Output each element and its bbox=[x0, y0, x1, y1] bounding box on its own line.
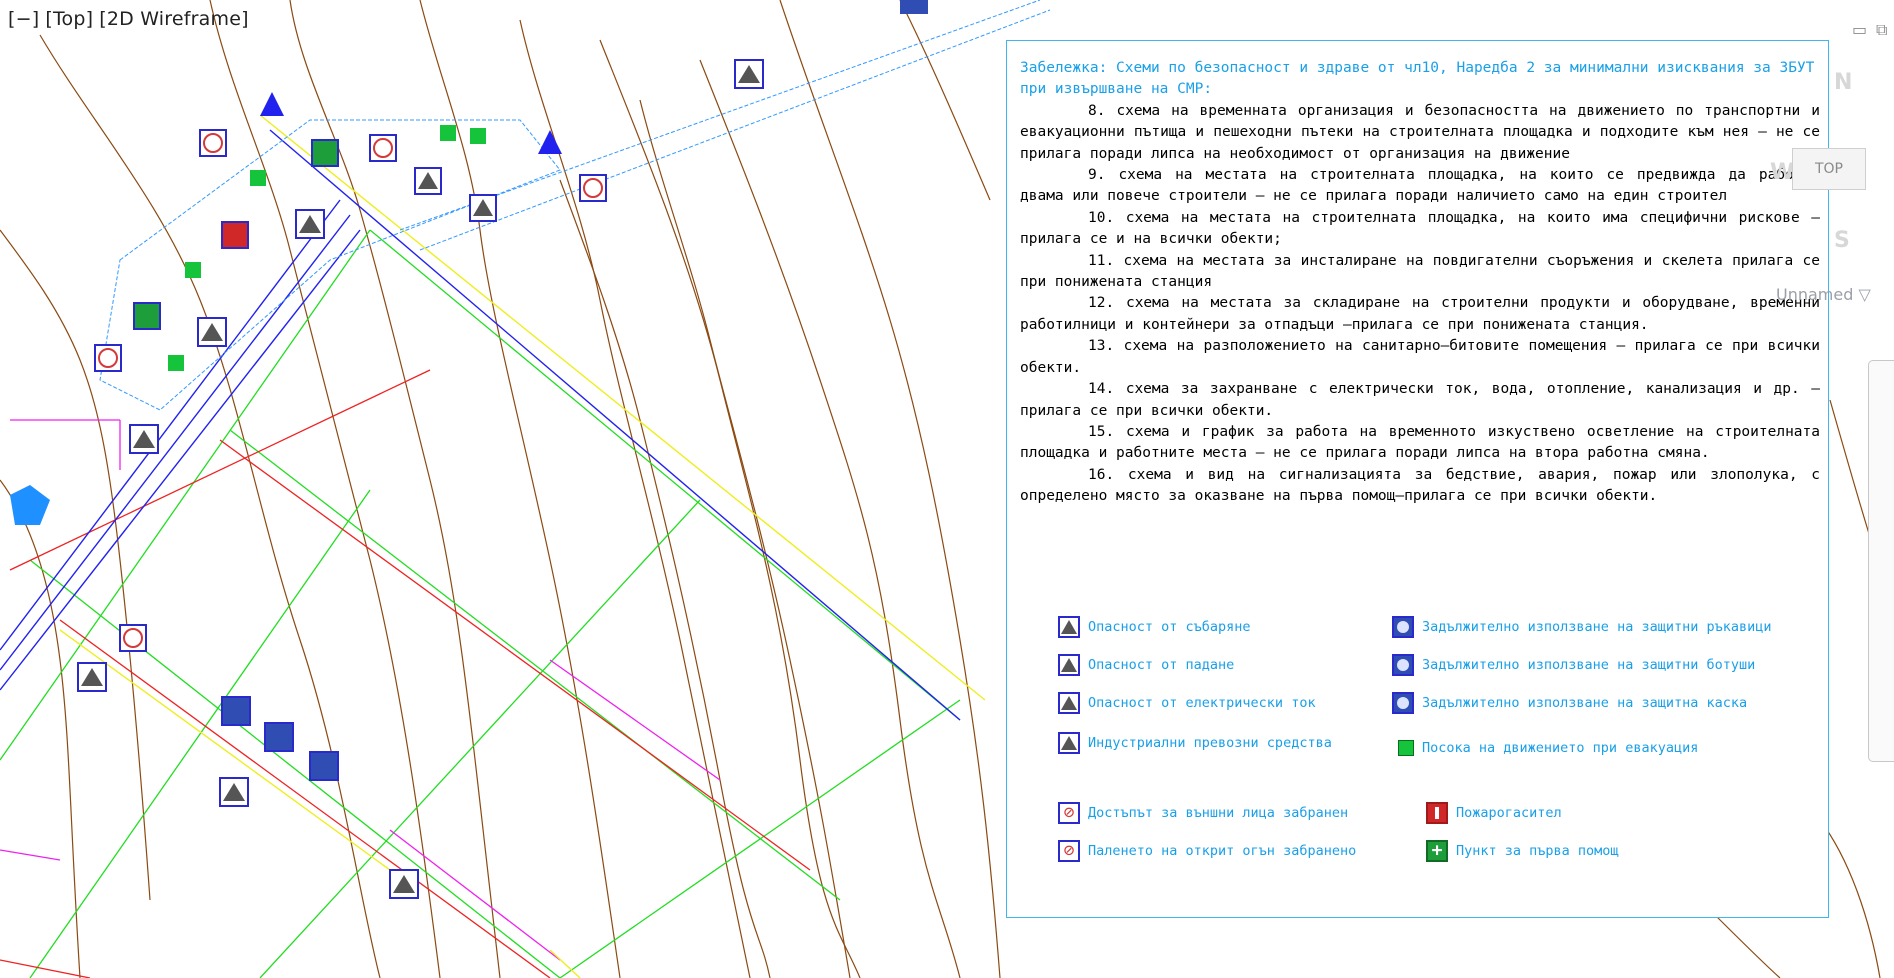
no-fire-icon bbox=[1058, 840, 1080, 862]
dimension-lines-red bbox=[0, 369, 811, 978]
legend-no-access: Достъпът за външни лица забранен bbox=[1058, 802, 1348, 824]
legend-no-fire: Паленето на открит огън забранено bbox=[1058, 840, 1356, 862]
navigation-bar[interactable] bbox=[1868, 360, 1894, 762]
legend-gloves: Задължително използване на защитни ръкав… bbox=[1392, 616, 1772, 638]
warning-triangle-icon bbox=[1058, 616, 1080, 638]
viewcube-south[interactable]: S bbox=[1834, 228, 1850, 253]
viewcube-west[interactable]: W bbox=[1770, 160, 1795, 185]
minimize-icon[interactable]: ▭ bbox=[1852, 20, 1868, 39]
note-item-15: 15. схема и график за работа на временно… bbox=[1020, 423, 1820, 462]
legend-boots: Задължително използване на защитни ботуш… bbox=[1392, 654, 1755, 676]
viewcube[interactable]: N W S TOP bbox=[1764, 60, 1894, 253]
boundary-magenta bbox=[0, 419, 721, 961]
safety-notes-text[interactable]: Забележка: Схеми по безопасност и здраве… bbox=[1020, 58, 1820, 508]
legend-industrial-vehicles: Индустриални превозни средства bbox=[1058, 732, 1332, 754]
gloves-icon bbox=[1392, 616, 1414, 638]
legend-fall-hazard: Опасност от падане bbox=[1058, 654, 1234, 676]
building-blue-shape bbox=[10, 485, 50, 525]
warning-triangle-icon bbox=[1058, 654, 1080, 676]
ucs-name: Unnamed bbox=[1776, 285, 1854, 304]
note-item-12: 12. схема на местата за складиране на ст… bbox=[1020, 295, 1820, 333]
notes-heading: Забележка: Схеми по безопасност и здраве… bbox=[1020, 60, 1815, 98]
legend-falling-objects: Опасност от събаряне bbox=[1058, 616, 1251, 638]
legend-helmet: Задължително използване на защитна каска bbox=[1392, 692, 1747, 714]
legend-first-aid: Пункт за първа помощ bbox=[1426, 840, 1619, 862]
vehicle-warning-icon bbox=[1058, 732, 1080, 754]
note-item-9: 9. схема на местата на строителната площ… bbox=[1020, 167, 1820, 205]
evacuation-arrow-icon bbox=[1398, 740, 1414, 756]
viewcube-top-face[interactable]: TOP bbox=[1792, 148, 1866, 190]
restore-icon[interactable]: ⧉ bbox=[1876, 20, 1888, 39]
notes-frame bbox=[1006, 40, 1829, 918]
note-item-14: 14. схема за захранване с електрически т… bbox=[1020, 381, 1820, 419]
note-item-13: 13. схема на разположението на санитарно… bbox=[1020, 338, 1820, 376]
viewport-controls-menu[interactable]: [−] bbox=[8, 8, 40, 30]
fire-extinguisher-icon bbox=[1426, 802, 1448, 824]
legend-extinguisher: Пожарогасител bbox=[1426, 802, 1562, 824]
note-item-10: 10. схема на местата на строителната пло… bbox=[1020, 209, 1820, 248]
no-entry-icon bbox=[1058, 802, 1080, 824]
ucs-menu[interactable]: Unnamed ▽ bbox=[1776, 285, 1871, 304]
legend-evacuation: Посока на движението при евакуация bbox=[1398, 740, 1698, 756]
note-item-8: 8. схема на временната организация и без… bbox=[1020, 102, 1820, 162]
site-safety-signs bbox=[77, 0, 928, 899]
electric-warning-icon bbox=[1058, 692, 1080, 714]
first-aid-icon bbox=[1426, 840, 1448, 862]
viewcube-north[interactable]: N bbox=[1834, 70, 1853, 95]
chevron-down-icon: ▽ bbox=[1858, 285, 1871, 304]
road-blue bbox=[0, 129, 961, 721]
legend-electric-hazard: Опасност от електрически ток bbox=[1058, 692, 1316, 714]
view-menu[interactable]: [Top] bbox=[45, 8, 94, 30]
boots-icon bbox=[1392, 654, 1414, 676]
site-fence-cyan bbox=[99, 0, 1051, 411]
note-item-11: 11. схема на местата за инсталиране на п… bbox=[1020, 252, 1820, 291]
visual-style-menu[interactable]: [2D Wireframe] bbox=[99, 8, 249, 30]
road-yellow bbox=[59, 114, 986, 978]
site-grid-green bbox=[0, 229, 961, 978]
note-item-16: 16. схема и вид на сигнализацията за бед… bbox=[1020, 466, 1820, 505]
viewport-label[interactable]: [−] [Top] [2D Wireframe] bbox=[8, 8, 249, 30]
helmet-icon bbox=[1392, 692, 1414, 714]
